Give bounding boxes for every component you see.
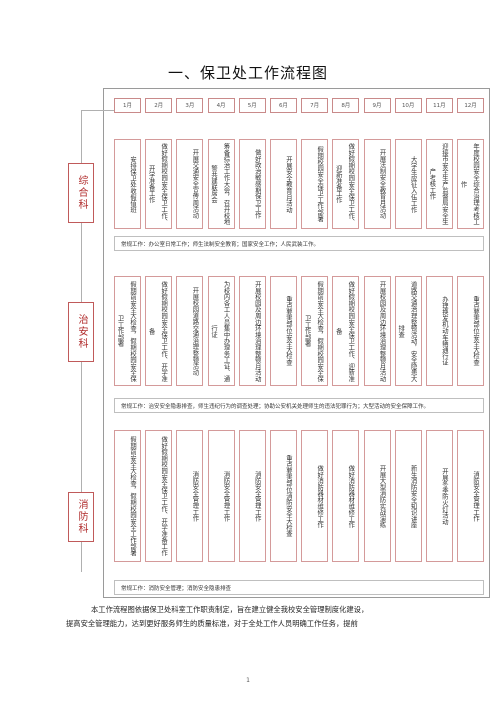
task-cell: 安排保卫处收假值班	[114, 139, 141, 229]
task-cell: 开展冬季防火灯活动	[425, 430, 453, 562]
routine-box-general	[114, 236, 484, 251]
month-header-cell: 7月	[301, 98, 329, 113]
month-header-cell: 2月	[145, 98, 173, 113]
routine-text-general: 常规工作：办公室日常工作；师生法制安全教育；国家安全工作；人民武装工作。	[121, 242, 320, 248]
task-cell: 新生消防安全知识讲座	[394, 430, 422, 562]
connector-line	[81, 362, 82, 492]
task-cell: 做好假期校园安全保卫工作、迎新准备	[332, 276, 360, 386]
connector-line	[81, 542, 82, 572]
connector-line	[81, 110, 114, 111]
category-label-general: 综合科	[68, 163, 94, 223]
month-header-cell: 6月	[269, 98, 297, 113]
task-cell: 办理换发机动车辆通行证	[425, 276, 453, 386]
task-cell: 开展安全教育月活动	[269, 139, 297, 229]
task-cell: 开展校园道路交通治理整顿活动	[176, 276, 204, 386]
category-label-security: 治安科	[68, 302, 94, 362]
month-header-cell: 3月	[176, 98, 204, 113]
task-cell: 迎接市安全生产监督局安全生产考核工作	[425, 139, 453, 229]
task-cell: 道路交通治理整顿活动，安全隐患大排查	[394, 276, 422, 386]
body-paragraph-line-1: 本工作流程图依据保卫处科室工作职责制定，旨在建立健全我校安全管理制度化建设，	[91, 605, 369, 614]
task-cell: 开展交通安全宣传周活动	[176, 139, 204, 229]
month-header-cell: 11月	[425, 98, 453, 113]
flowchart-frame	[103, 88, 490, 598]
task-cell: 重点要害部位消防安全大检查	[269, 430, 297, 562]
task-cell: 筹备综治工作大会，召开校地警共建联席会	[207, 139, 235, 229]
month-header-cell: 5月	[238, 98, 266, 113]
task-cell: 假期前安全大检查，假期校园安全保卫工作部署	[301, 276, 329, 386]
routine-text-fire: 常规工作：消防安全管理；消防安全隐患排查	[121, 586, 232, 592]
task-cell: 开展校园及周边环境治理整顿月活动	[238, 276, 266, 386]
task-cell: 年度校园安全综合治理考核工作	[457, 139, 485, 229]
page-number: 1	[246, 677, 250, 684]
task-cell: 做好消防器材维修工作	[301, 430, 329, 562]
task-cell: 消防安全管理工作	[207, 430, 235, 562]
month-header-cell: 12月	[457, 98, 485, 113]
connector-line	[81, 223, 82, 302]
task-cell: 开展校园及周边环境治理整顿月活动	[363, 276, 391, 386]
task-cell: 消防安全管理工作	[176, 430, 204, 562]
month-header-cell: 4月	[207, 98, 235, 113]
task-cell: 开展大型消防实战演练	[363, 430, 391, 562]
task-cell: 重点要害部位安全大检查	[269, 276, 297, 386]
task-cell: 消防安全管理工作	[457, 430, 485, 562]
page-title: 一、保卫处工作流程图	[167, 64, 328, 82]
task-cell: 做好假期校园安全保卫工作、迎新准备工作	[332, 139, 360, 229]
task-cell: 做好消防器材维修工作	[332, 430, 360, 562]
month-header-cell: 8月	[332, 98, 360, 113]
task-cell: 假期校园安全保卫工作部署	[301, 139, 329, 229]
connector-line	[81, 110, 82, 163]
task-cell: 大学生应征入伍工作	[394, 139, 422, 229]
task-cell: 为校内各工人员集中办理务工证、通行证	[207, 276, 235, 386]
task-cell: 消防安全管理工作	[238, 430, 266, 562]
task-cell: 开展法制安全教育月活动	[363, 139, 391, 229]
task-cell: 做好假期校园安全保卫工作、开学准备	[145, 276, 173, 386]
task-cell: 做好假期校园安全保卫工作、开学准备工作	[145, 139, 173, 229]
routine-box-security	[114, 398, 484, 413]
general-task-row: 安排保卫处收假值班做好假期校园安全保卫工作、开学准备工作开展交通安全宣传周活动筹…	[114, 139, 488, 229]
security-task-row: 假期前安全大检查，假期校园安全保卫工作部署做好假期校园安全保卫工作、开学准备开展…	[114, 276, 488, 386]
routine-text-security: 常规工作：治安安全隐患排查，师生违纪行为的调查处理；协助公安机关处理师生的违法犯…	[121, 404, 430, 410]
task-cell: 假期前安全大检查，假期校园安全工作部署	[114, 430, 141, 562]
fire-task-row: 假期前安全大检查，假期校园安全工作部署做好假期校园安全保卫工作、开学准备工作消防…	[114, 430, 488, 562]
month-header-cell: 10月	[394, 98, 422, 113]
month-header-cell: 1月	[114, 98, 141, 113]
routine-box-fire	[114, 580, 484, 595]
category-label-fire: 消防科	[68, 492, 94, 542]
task-cell: 做好政治敏感期保卫工作	[238, 139, 266, 229]
task-cell: 做好假期校园安全保卫工作、开学准备工作	[145, 430, 173, 562]
task-cell: 假期前安全大检查，假期校园安全保卫工作部署	[114, 276, 141, 386]
month-header-cell: 9月	[363, 98, 391, 113]
task-cell: 重点要害部位安全大检查	[457, 276, 485, 386]
body-paragraph-line-2: 提高安全管理能力，达到更好服务师生的质量标准，对于全处工作人员明确工作任务，提前	[66, 619, 358, 628]
